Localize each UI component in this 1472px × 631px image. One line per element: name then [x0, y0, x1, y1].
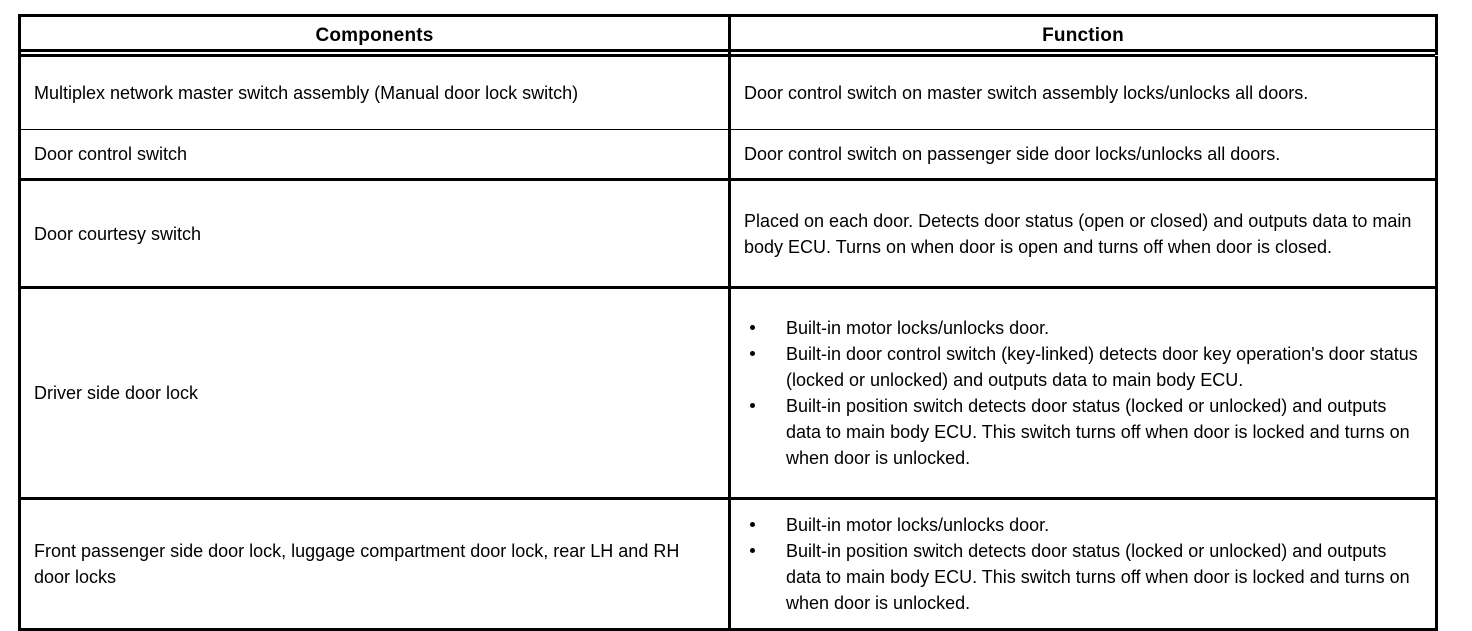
cell-component: Door courtesy switch: [19, 179, 731, 289]
bullet-icon: [750, 325, 755, 330]
document-page: Components Function Multiplex network ma…: [18, 14, 1438, 631]
bullet-icon: [750, 522, 755, 527]
cell-function: Door control switch on passenger side do…: [729, 129, 1437, 181]
list-item-label: Built-in motor locks/unlocks door.: [786, 318, 1050, 338]
cell-component: Front passenger side door lock, luggage …: [19, 498, 731, 630]
column-header-function: Function: [729, 15, 1437, 57]
list-item: Built-in motor locks/unlocks door.: [744, 512, 1425, 538]
bullet-icon: [750, 351, 755, 356]
table-row: Door control switch Door control switch …: [19, 129, 1437, 181]
bullet-list: Built-in motor locks/unlocks door. Built…: [744, 512, 1425, 616]
components-function-table: Components Function Multiplex network ma…: [18, 14, 1438, 631]
list-item-label: Built-in door control switch (key-linked…: [786, 344, 1418, 390]
list-item-label: Built-in position switch detects door st…: [786, 541, 1410, 613]
table-body: Multiplex network master switch assembly…: [19, 55, 1437, 630]
cell-component: Driver side door lock: [19, 287, 731, 500]
list-item-label: Built-in position switch detects door st…: [786, 396, 1410, 468]
table-row: Front passenger side door lock, luggage …: [19, 498, 1437, 630]
table-row: Multiplex network master switch assembly…: [19, 55, 1437, 130]
list-item: Built-in position switch detects door st…: [744, 393, 1425, 471]
cell-function: Door control switch on master switch ass…: [729, 55, 1437, 130]
table-row: Driver side door lock Built-in motor loc…: [19, 287, 1437, 500]
bullet-icon: [750, 548, 755, 553]
bullet-list: Built-in motor locks/unlocks door. Built…: [744, 315, 1425, 471]
list-item: Built-in motor locks/unlocks door.: [744, 315, 1425, 341]
column-header-components: Components: [19, 15, 731, 57]
bullet-icon: [750, 403, 755, 408]
cell-component: Multiplex network master switch assembly…: [19, 55, 731, 130]
cell-function: Built-in motor locks/unlocks door. Built…: [730, 499, 1437, 630]
header-row: Components Function: [19, 15, 1437, 57]
cell-function: Built-in motor locks/unlocks door. Built…: [729, 287, 1437, 500]
cell-component: Door control switch: [19, 129, 731, 181]
cell-function: Placed on each door. Detects door status…: [729, 179, 1437, 289]
table-header: Components Function: [19, 15, 1437, 57]
table-row: Door courtesy switch Placed on each door…: [19, 179, 1437, 289]
list-item: Built-in position switch detects door st…: [744, 538, 1425, 616]
list-item: Built-in door control switch (key-linked…: [744, 341, 1425, 393]
list-item-label: Built-in motor locks/unlocks door.: [786, 515, 1050, 535]
